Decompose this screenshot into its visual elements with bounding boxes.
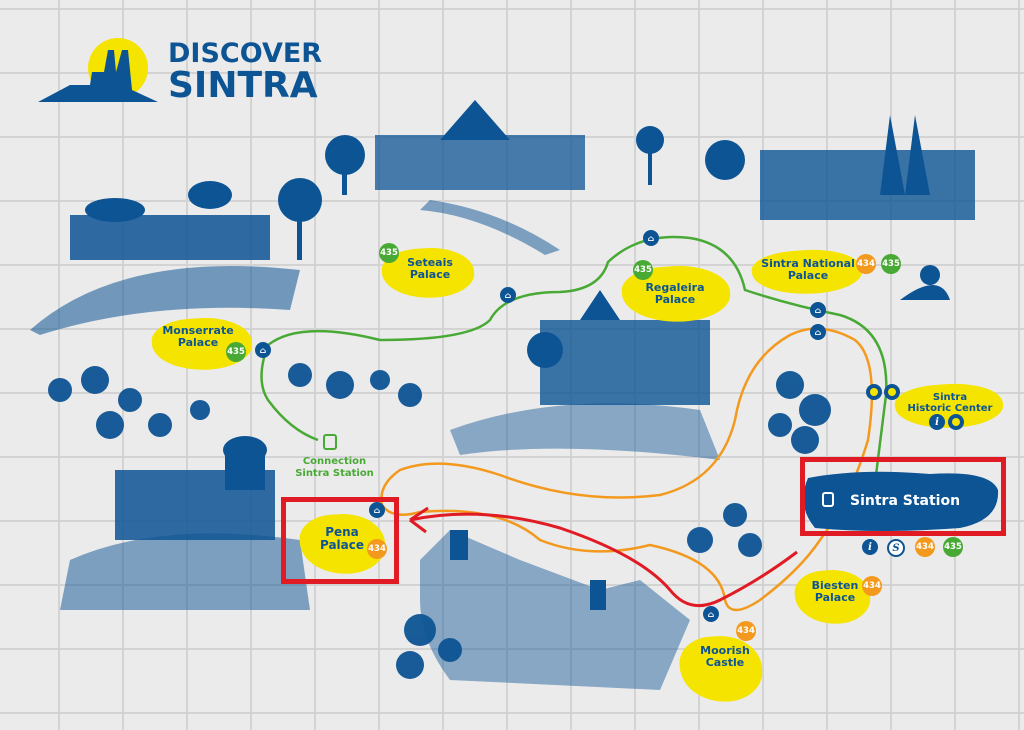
sintra-station-blob [803,471,999,531]
label-line: Palace [787,269,829,282]
regaleira-illustration [450,290,720,460]
stop-dot-icon [884,384,900,400]
route-434-badge: 434 [856,254,876,274]
logo-line1: DISCOVER [168,38,323,69]
route-434-badge: 434 [736,621,756,641]
museum-stop-icon: ⌂ [810,324,826,340]
route-434-badge: 434 [862,576,882,596]
label-line: Palace [654,293,696,306]
label-line: Palace [319,538,365,552]
train-icon: S [887,539,905,557]
sintra-station-label[interactable]: Sintra Station [850,493,961,509]
label-line: Seteais [407,256,453,269]
label-line: Biesten [811,579,859,592]
museum-stop-icon: ⌂ [369,502,385,518]
label-line: Regaleira [645,281,705,294]
label-line: Monserrate [162,324,234,337]
museum-stop-icon: ⌂ [810,302,826,318]
annotation-box-station [800,457,1006,536]
trees [48,363,831,679]
annotation-arrow [409,506,798,608]
label-line: Sintra National [761,257,855,270]
info-icon: i [862,539,878,555]
route-434-line [380,327,874,612]
route-435-badge: 435 [943,537,963,557]
annotation-box-pena [281,497,399,584]
illustrations [30,100,975,690]
stop-dot-icon [866,384,882,400]
seteais-illustration [325,100,585,255]
label-line: Palace [177,336,219,349]
label-line: Sintra [932,392,968,403]
label-line: Sintra Station [295,468,374,479]
stop-dot-icon [948,414,964,430]
museum-stop-icon: ⌂ [643,230,659,246]
museum-stop-icon: ⌂ [255,342,271,358]
museum-stop-icon: ⌂ [500,287,516,303]
route-435-badge: 435 [881,254,901,274]
route-434-badge: 434 [367,539,387,559]
label-line: Pena [325,525,359,539]
label-line: Moorish [700,644,750,657]
route-434-badge: 434 [915,537,935,557]
museum-stop-icon: ⌂ [703,606,719,622]
moorish-castle-illustration [420,530,690,690]
logo-line2: SINTRA [168,65,318,106]
logo: DISCOVER SINTRA [168,38,323,106]
pena-illustration [60,436,310,610]
bus-icon [822,492,834,507]
label-line: Palace [814,591,856,604]
route-435-badge: 435 [633,260,653,280]
bus-icon [323,434,337,450]
logo-emblem [38,38,158,102]
label-line: Historic Center [907,403,993,414]
label-line: Connection [302,456,367,467]
label-line: Palace [409,268,451,281]
monserrate-illustration [30,178,322,335]
route-435-badge: 435 [226,342,246,362]
label-line: Castle [705,656,745,669]
route-435-badge: 435 [379,243,399,263]
info-icon: i [929,414,945,430]
national-palace-illustration [636,115,975,300]
